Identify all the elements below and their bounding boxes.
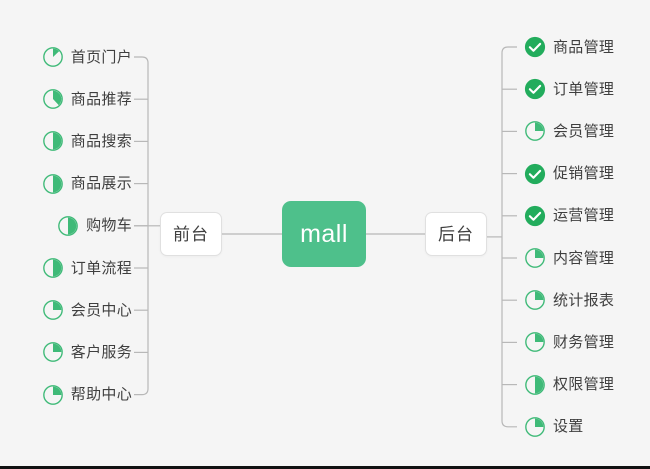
pie-progress-icon — [42, 258, 63, 278]
branch-label-frontend: 前台 — [173, 224, 209, 244]
leaf-node-right-8[interactable]: 权限管理 — [524, 371, 650, 399]
pie-progress-icon — [42, 173, 63, 194]
leaf-node-right-5[interactable]: 内容管理 — [524, 244, 650, 272]
leaf-label: 统计报表 — [553, 291, 615, 309]
leaf-node-right-6[interactable]: 统计报表 — [524, 286, 650, 314]
leaf-label: 财务管理 — [553, 333, 615, 351]
leaf-label: 购物车 — [86, 217, 132, 235]
leaf-label: 促销管理 — [553, 165, 615, 183]
leaf-label: 会员管理 — [553, 122, 615, 140]
leaf-label: 商品推荐 — [70, 90, 132, 108]
pie-progress-icon — [42, 384, 63, 405]
leaf-node-right-3[interactable]: 促销管理 — [524, 160, 650, 188]
canvas-bottom-edge — [0, 466, 650, 469]
leaf-label: 帮助中心 — [70, 386, 132, 404]
check-circle-icon — [524, 163, 546, 184]
leaf-label: 客户服务 — [70, 343, 132, 361]
leaf-label: 首页门户 — [70, 48, 132, 66]
pie-progress-icon — [42, 89, 63, 110]
leaf-label: 订单流程 — [70, 259, 132, 277]
leaf-label: 权限管理 — [553, 376, 615, 394]
leaf-node-left-7[interactable]: 客户服务 — [0, 338, 132, 366]
branch-label-backend: 后台 — [438, 224, 474, 244]
leaf-node-left-4[interactable]: 购物车 — [0, 212, 132, 240]
leaf-node-left-8[interactable]: 帮助中心 — [0, 381, 132, 409]
leaf-label: 商品展示 — [70, 175, 132, 193]
connector-path — [501, 46, 517, 428]
root-node-mall[interactable]: mall — [282, 201, 366, 267]
leaf-label: 会员中心 — [70, 301, 132, 319]
pie-progress-icon — [525, 248, 545, 268]
pie-progress-icon — [525, 416, 545, 437]
leaf-node-left-1[interactable]: 商品推荐 — [0, 85, 132, 113]
leaf-label: 商品管理 — [553, 38, 615, 56]
leaf-node-right-2[interactable]: 会员管理 — [524, 117, 650, 145]
leaf-node-right-7[interactable]: 财务管理 — [524, 328, 650, 356]
pie-progress-icon — [525, 121, 545, 142]
pie-progress-icon — [58, 215, 78, 236]
pie-progress-icon — [525, 332, 545, 353]
pie-progress-icon — [525, 290, 545, 311]
leaf-node-left-6[interactable]: 会员中心 — [0, 296, 132, 324]
check-circle-icon — [524, 79, 546, 100]
leaf-label: 设置 — [553, 418, 584, 436]
pie-progress-icon — [42, 47, 63, 67]
leaf-label: 商品搜索 — [70, 132, 132, 150]
leaf-node-right-4[interactable]: 运营管理 — [524, 202, 650, 230]
pie-progress-icon — [42, 131, 63, 152]
leaf-label: 订单管理 — [553, 80, 615, 98]
leaf-node-left-2[interactable]: 商品搜索 — [0, 127, 132, 155]
leaf-label: 内容管理 — [553, 249, 615, 267]
pie-progress-icon — [42, 342, 63, 363]
leaf-label: 运营管理 — [553, 207, 615, 225]
pie-progress-icon — [525, 374, 545, 395]
check-circle-icon — [524, 205, 546, 226]
leaf-node-right-9[interactable]: 设置 — [524, 413, 650, 441]
leaf-node-left-0[interactable]: 首页门户 — [0, 43, 132, 71]
branch-node-frontend[interactable]: 前台 — [160, 212, 222, 256]
leaf-node-right-1[interactable]: 订单管理 — [524, 75, 650, 103]
leaf-node-left-5[interactable]: 订单流程 — [0, 254, 132, 282]
connector-path — [134, 56, 149, 396]
leaf-node-left-3[interactable]: 商品展示 — [0, 170, 132, 198]
check-circle-icon — [524, 36, 546, 58]
branch-node-backend[interactable]: 后台 — [425, 212, 487, 256]
root-node-label: mall — [300, 219, 348, 248]
pie-progress-icon — [42, 300, 63, 321]
leaf-node-right-0[interactable]: 商品管理 — [524, 33, 650, 61]
